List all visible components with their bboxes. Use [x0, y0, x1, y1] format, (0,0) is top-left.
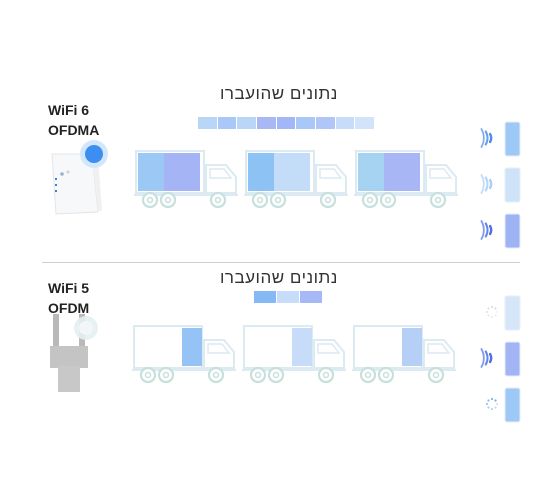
section2-data-bar: [254, 291, 322, 303]
cargo-segment: [384, 153, 420, 191]
router-body: [51, 153, 102, 215]
wheel-icon: [157, 366, 175, 384]
truck-icon: [354, 150, 458, 209]
truck-icon: [352, 325, 456, 384]
phone-icon: [480, 213, 521, 249]
phone-body: [504, 167, 521, 203]
data-bar-block: [316, 117, 335, 129]
phone-body: [504, 121, 521, 157]
loading-spinner-icon: [485, 397, 499, 411]
section1-trucks: [134, 150, 458, 209]
phone-icon: [480, 167, 521, 203]
wheel-icon: [159, 191, 177, 209]
wheel-icon: [319, 191, 337, 209]
wifi5-router-illustration: [50, 314, 98, 392]
phone-body: [504, 341, 521, 377]
section2-devices: [480, 295, 521, 423]
wheel-icon: [251, 191, 269, 209]
data-bar-block: [335, 117, 355, 129]
wheel-icon: [359, 366, 377, 384]
data-bar-block: [217, 117, 237, 129]
truck-icon: [134, 150, 238, 209]
cargo-segment: [164, 153, 200, 191]
wifi-signal-icon: [480, 348, 493, 368]
section1-label-line2: OFDMA: [48, 122, 100, 138]
loading-spinner-icon: [485, 305, 499, 319]
data-bar-block: [276, 117, 296, 129]
section1-label-line1: WiFi 6: [48, 102, 90, 118]
section1-label: WiFi 6 OFDMA: [48, 100, 99, 140]
phone-body: [504, 295, 521, 331]
wifi-signal-icon: [480, 128, 493, 148]
phone-icon: [480, 121, 521, 157]
wheel-icon: [317, 366, 335, 384]
truck-icon: [132, 325, 236, 384]
cargo-segment: [248, 153, 274, 191]
data-bar-block: [300, 291, 322, 303]
section2-label-line2: OFDM: [48, 300, 90, 316]
cargo-segment: [402, 328, 422, 366]
section2-label: WiFi 5 OFDM: [48, 278, 89, 318]
wheel-icon: [379, 191, 397, 209]
wheel-icon: [267, 366, 285, 384]
section-divider: [42, 262, 520, 263]
wheel-icon: [269, 191, 287, 209]
router-glow-icon: [74, 316, 98, 340]
data-bar-block: [198, 117, 217, 129]
data-bar-block: [296, 117, 316, 129]
cargo-segment: [292, 328, 312, 366]
truck-icon: [242, 325, 346, 384]
wheel-icon: [377, 366, 395, 384]
wifi-signal-icon: [480, 174, 493, 194]
truck-icon: [244, 150, 348, 209]
wifi-signal-icon: [480, 220, 493, 240]
phone-icon: [485, 295, 521, 331]
wheel-icon: [207, 366, 225, 384]
phone-body: [504, 387, 521, 423]
cargo-segment: [358, 153, 384, 191]
data-bar-block: [355, 117, 375, 129]
wheel-icon: [139, 366, 157, 384]
wheel-icon: [141, 191, 159, 209]
phone-icon: [480, 341, 521, 377]
wheel-icon: [427, 366, 445, 384]
phone-icon: [485, 387, 521, 423]
wheel-icon: [429, 191, 447, 209]
section1-devices: [480, 121, 521, 249]
data-bar-block: [257, 117, 276, 129]
section1-data-bar: [198, 117, 375, 129]
cargo-segment: [274, 153, 310, 191]
wheel-icon: [209, 191, 227, 209]
data-bar-block: [237, 117, 257, 129]
phone-body: [504, 213, 521, 249]
router-glow-icon: [80, 140, 108, 168]
data-bar-block: [254, 291, 276, 303]
section2-trucks: [132, 325, 456, 384]
section1-title: נתונים שהועברו: [220, 84, 338, 103]
data-bar-block: [277, 291, 299, 303]
wifi6-router-illustration: [51, 140, 108, 215]
section2-label-line1: WiFi 5: [48, 280, 90, 296]
section2-title: נתונים שהועברו: [220, 268, 338, 287]
wheel-icon: [361, 191, 379, 209]
cargo-segment: [182, 328, 202, 366]
cargo-segment: [138, 153, 164, 191]
wheel-icon: [249, 366, 267, 384]
